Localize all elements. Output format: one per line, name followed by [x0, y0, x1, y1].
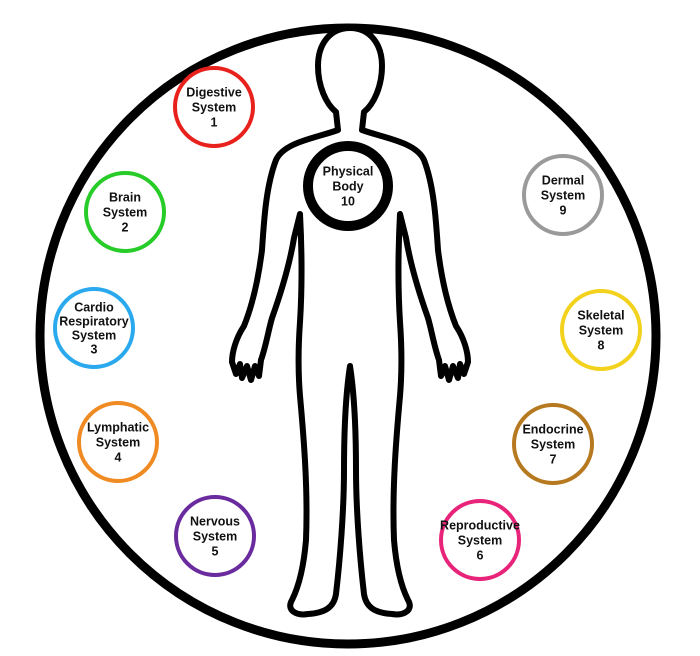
skeletal-system-badge-label-line: Skeletal	[577, 309, 624, 323]
skeletal-system-badge-label-line: System	[579, 324, 623, 338]
lymphatic-system-badge-label-line: 4	[115, 451, 122, 465]
lymphatic-system-badge-label-line: System	[96, 436, 140, 450]
dermal-system-badge-ring	[522, 154, 604, 236]
brain-system-badge-ring	[84, 171, 166, 253]
endocrine-system-badge-label-line: Endocrine	[522, 423, 583, 437]
physical-body-badge-label-line: 10	[341, 195, 355, 209]
lymphatic-system-badge-ring	[77, 401, 159, 483]
skeletal-system-badge-ring	[560, 289, 642, 371]
digestive-system-badge-label-line: Digestive	[186, 86, 242, 100]
nervous-system-badge-label-line: System	[193, 530, 237, 544]
cardio-system-badge-ring	[53, 287, 135, 369]
skeletal-system-badge-label-line: 8	[598, 339, 605, 353]
brain-system-badge-label-line: Brain	[109, 191, 141, 205]
lymphatic-system-badge-label-line: Lymphatic	[87, 421, 149, 435]
digestive-system-badge-label-line: 1	[211, 116, 218, 130]
cardio-system-badge-label-line: System	[72, 329, 116, 343]
digestive-system-badge-label-line: System	[192, 101, 236, 115]
physical-body-badge-ring	[303, 141, 393, 231]
physical-body-badge-label-line: Body	[332, 180, 363, 194]
brain-system-badge-label-line: 2	[122, 221, 129, 235]
reproductive-system-badge-label-line: System	[458, 534, 502, 548]
cardio-system-badge-label-line: Cardio	[74, 301, 114, 315]
nervous-system-badge-ring	[174, 495, 256, 577]
dermal-system-badge-label-line: System	[541, 189, 585, 203]
nervous-system-badge-label-line: Nervous	[190, 515, 240, 529]
endocrine-system-badge-label-line: System	[531, 438, 575, 452]
human-body-outline	[229, 25, 471, 618]
dermal-system-badge-label-line: 9	[560, 204, 567, 218]
brain-system-badge-label-line: System	[103, 206, 147, 220]
reproductive-system-badge-ring	[439, 499, 521, 581]
digestive-system-badge-ring	[173, 66, 255, 148]
cardio-system-badge-label-line: Respiratory	[59, 315, 129, 329]
nervous-system-badge-label-line: 5	[212, 545, 219, 559]
reproductive-system-badge-label-line: Reproductive	[440, 519, 520, 533]
endocrine-system-badge-label-line: 7	[550, 453, 557, 467]
physical-body-badge-label-line: Physical	[323, 165, 374, 179]
endocrine-system-badge-ring	[512, 403, 594, 485]
cardio-system-badge-label-line: 3	[91, 343, 98, 357]
dermal-system-badge-label-line: Dermal	[542, 174, 584, 188]
reproductive-system-badge-label-line: 6	[477, 549, 484, 563]
